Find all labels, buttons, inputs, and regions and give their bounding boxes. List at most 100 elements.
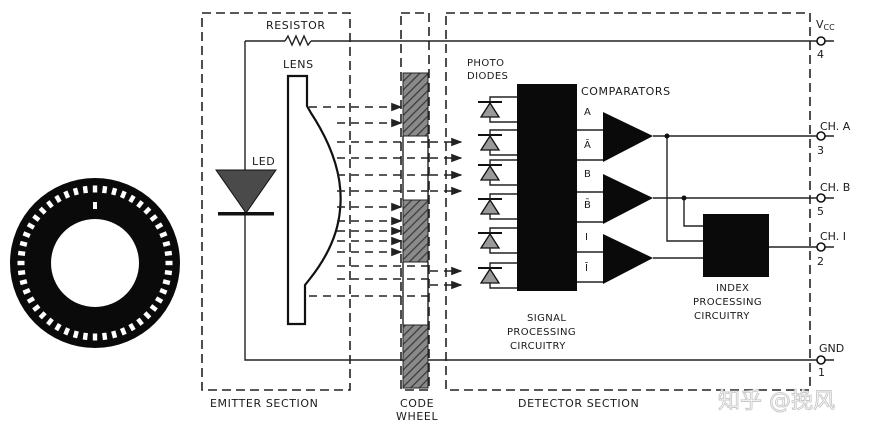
comparator-input-i: I xyxy=(585,232,588,243)
code-wheel-slot xyxy=(32,214,41,222)
photodiode-icon xyxy=(479,232,501,249)
pin-vcc: VCC 4 xyxy=(816,18,835,61)
pin-ch-b: CH. B 5 xyxy=(816,181,850,218)
photodiode-wire xyxy=(489,193,517,199)
code-wheel-window-edges xyxy=(402,136,429,325)
pin-ch-a: CH. A 3 xyxy=(816,120,851,157)
photodiode-wire xyxy=(489,262,517,268)
photodiode-wire xyxy=(489,283,517,289)
pin-ch-a-number: 3 xyxy=(817,144,824,157)
code-wheel-slot xyxy=(165,260,173,266)
code-wheel-bar-opaque-1 xyxy=(402,72,429,137)
code-wheel-slot xyxy=(63,190,71,199)
photodiode-icon xyxy=(479,267,501,284)
code-wheel-slot xyxy=(164,270,173,276)
code-wheel-slot xyxy=(32,304,41,312)
photodiode-icon xyxy=(479,101,501,118)
index-processing-label-line1: INDEX xyxy=(716,283,749,294)
code-wheel-bar-opaque-2 xyxy=(402,199,429,263)
code-wheel-bar-opaque-3 xyxy=(402,324,429,389)
code-wheel-slot xyxy=(17,270,26,276)
code-wheel-slot xyxy=(162,279,171,286)
photodiode-wire xyxy=(489,159,517,165)
comparator-i xyxy=(603,234,653,284)
signal-processing-label-line2: PROCESSING xyxy=(507,327,576,338)
comparator-input-b-bar: B̄ xyxy=(584,198,591,211)
lens-shape xyxy=(286,74,342,326)
pin-ch-a-label: CH. A xyxy=(820,120,851,133)
code-wheel-slot xyxy=(63,327,71,336)
pin-ch-i-number: 2 xyxy=(817,255,824,268)
photodiode-icon xyxy=(479,164,501,181)
code-wheel-slot xyxy=(143,311,152,320)
photodiode xyxy=(478,96,517,123)
comparator-b xyxy=(603,174,653,224)
code-wheel-disc xyxy=(10,178,180,348)
pin-gnd-label: GND xyxy=(819,342,844,355)
ch-a-to-index-wire xyxy=(666,136,703,242)
code-wheel-slot xyxy=(26,222,36,230)
photodiode-wire xyxy=(489,180,517,186)
photodiode xyxy=(478,193,517,220)
pin-vcc-terminal xyxy=(816,36,826,46)
photodiode-wire xyxy=(489,248,517,254)
photodiode xyxy=(478,227,517,254)
code-wheel-label-line1: CODE xyxy=(400,397,434,410)
code-wheel-slot xyxy=(72,187,79,196)
pin-ch-i-terminal xyxy=(816,242,826,252)
index-processing-block xyxy=(703,214,769,277)
resistor-label: RESISTOR xyxy=(266,19,326,32)
code-wheel-slot xyxy=(38,311,47,320)
code-wheel-slot xyxy=(82,185,88,194)
photodiode-icon xyxy=(479,134,501,151)
code-wheel-slot xyxy=(164,250,173,256)
pin-vcc-label: VCC xyxy=(816,18,835,32)
pin-ch-b-terminal xyxy=(816,193,826,203)
code-wheel-slot xyxy=(19,240,28,247)
comparators-label: COMPARATORS xyxy=(581,85,671,98)
pin-ch-b-label: CH. B xyxy=(820,181,850,194)
code-wheel-slot xyxy=(26,296,36,304)
light-beams-emitter xyxy=(309,102,430,297)
pin-gnd: GND 1 xyxy=(816,342,844,379)
junction-dot-a xyxy=(664,133,670,139)
signal-processing-label-line1: SIGNAL xyxy=(527,313,566,324)
signal-processing-block xyxy=(517,84,577,291)
code-wheel-slot xyxy=(128,194,136,204)
code-wheel-slot xyxy=(119,190,127,199)
photodiode-wire xyxy=(489,129,517,135)
code-wheel-slot xyxy=(72,330,79,339)
code-wheel-slot xyxy=(54,322,62,332)
code-wheel-slot xyxy=(46,317,54,326)
code-wheel-slot xyxy=(92,333,98,341)
code-wheel-slot xyxy=(46,200,54,209)
photodiodes-label-line2: DIODES xyxy=(467,71,508,82)
code-wheel-slot xyxy=(111,187,118,196)
photodiode-wire xyxy=(489,214,517,220)
code-wheel-slot xyxy=(136,317,144,326)
photodiode-array xyxy=(478,96,517,289)
photodiode-wire xyxy=(489,150,517,156)
code-wheel-slot xyxy=(154,296,164,304)
photodiode-wire xyxy=(489,227,517,233)
comparator-input-a-bar: Ā xyxy=(584,138,591,151)
code-wheel-slot xyxy=(162,240,171,247)
code-wheel-slots xyxy=(17,185,173,341)
code-wheel-label-line2: WHEEL xyxy=(396,410,438,423)
pin-ch-i: CH. I 2 xyxy=(816,230,846,268)
code-wheel-slot xyxy=(92,185,98,193)
code-wheel-slot xyxy=(82,332,88,341)
photodiode xyxy=(478,159,517,186)
watermark: 知乎 @挽风 xyxy=(718,389,835,414)
pin-gnd-number: 1 xyxy=(818,366,825,379)
detector-section-box xyxy=(445,12,811,391)
code-wheel-slot xyxy=(111,330,118,339)
led-label: LED xyxy=(252,155,275,168)
code-wheel-slot xyxy=(22,231,31,239)
photodiode-wire xyxy=(489,117,517,123)
code-wheel-slot xyxy=(54,194,62,204)
pin-gnd-terminal xyxy=(816,355,826,365)
led-cathode-bar xyxy=(218,212,274,216)
pin-vcc-number: 4 xyxy=(817,48,824,61)
